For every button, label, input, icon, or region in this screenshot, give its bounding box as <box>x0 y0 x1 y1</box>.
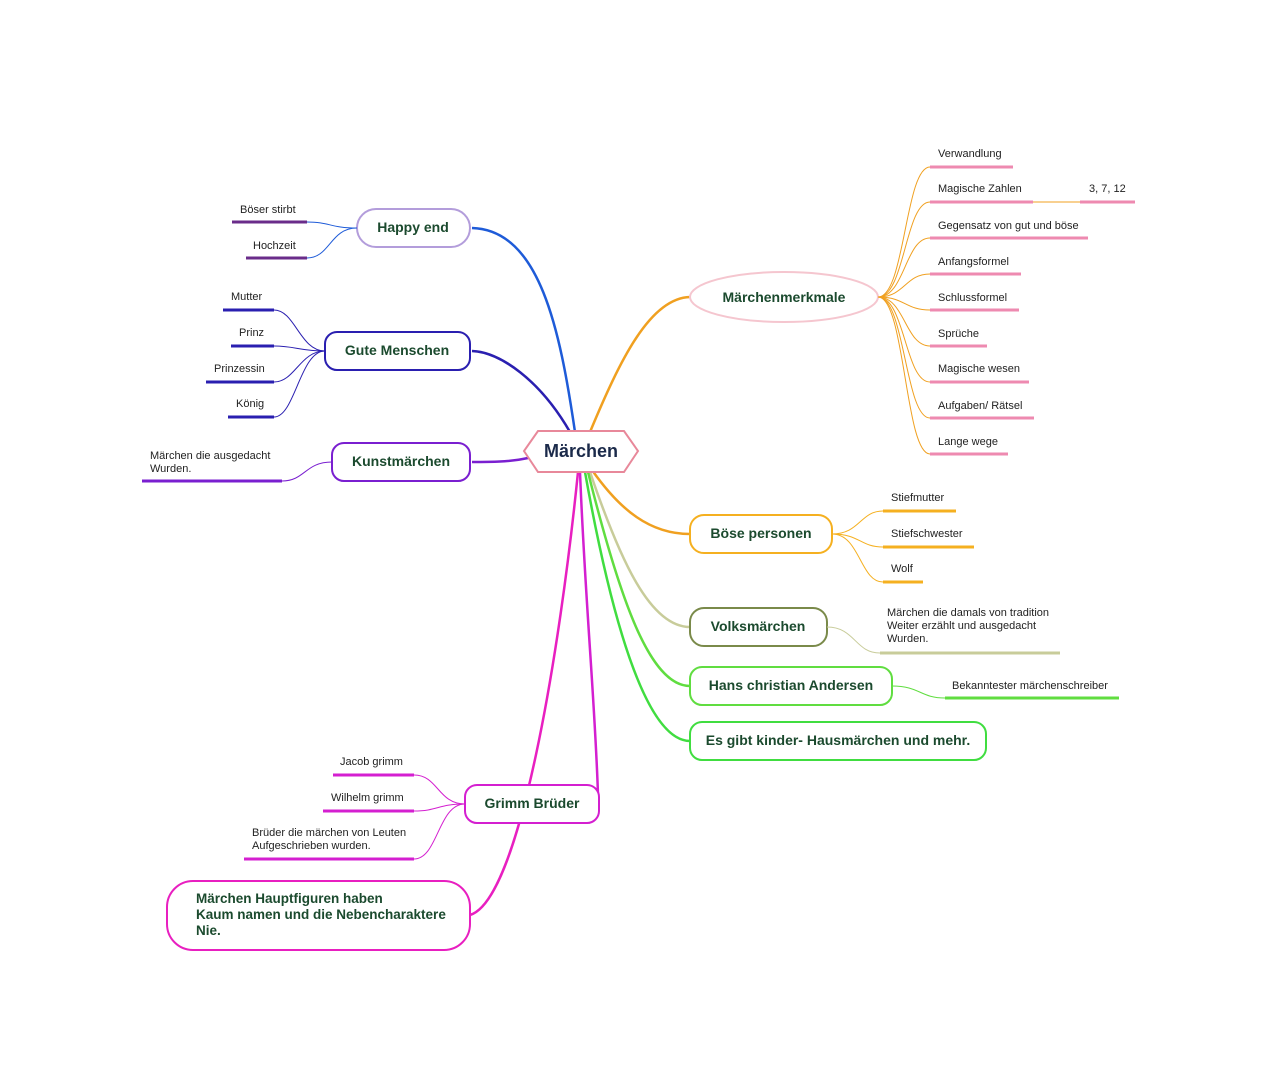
volks-item-line-3: Wurden. <box>887 633 928 645</box>
merkmale-links <box>877 166 931 455</box>
volks-label: Volksmärchen <box>711 618 806 634</box>
merkmale-leaf-lines <box>930 165 1135 456</box>
happy-end-label: Happy end <box>377 219 449 235</box>
grimm-links <box>413 774 466 860</box>
branch-maerchenmerkmale[interactable]: Märchenmerkmale <box>689 271 879 323</box>
kunstmaerchen-label: Kunstmärchen <box>352 453 450 469</box>
volks-link <box>826 626 881 654</box>
branch-boese-personen[interactable]: Böse personen <box>689 514 833 554</box>
merkmale-item-7: Magische wesen <box>938 363 1020 375</box>
gute-item-2: Prinz <box>239 327 264 339</box>
gute-link-2 <box>273 345 326 352</box>
branch-kinder-hausmaerchen[interactable]: Es gibt kinder- Hausmärchen und mehr. <box>689 721 987 761</box>
branch-happy-end[interactable]: Happy end <box>356 208 471 248</box>
merkmale-item-6: Sprüche <box>938 328 979 340</box>
happy-end-item-2: Hochzeit <box>253 240 296 252</box>
connector-grimm <box>578 471 600 796</box>
andersen-link <box>891 685 946 699</box>
merkmale-item-1: Verwandlung <box>938 148 1002 160</box>
boese-leaf-lines <box>883 509 974 584</box>
connector-hauptfiguren <box>469 471 580 917</box>
boese-label: Böse personen <box>710 525 811 541</box>
connector-kunstmaerchen <box>471 456 529 464</box>
kunst-item-line-1: Märchen die ausgedacht <box>150 450 270 462</box>
gute-link-4 <box>273 350 326 418</box>
merkmale-item-8: Aufgaben/ Rätsel <box>938 400 1022 412</box>
connector-kinder <box>583 471 691 743</box>
branch-grimm-brueder[interactable]: Grimm Brüder <box>464 784 600 824</box>
grimm-item-1: Jacob grimm <box>340 756 403 768</box>
connector-gute-menschen <box>471 349 572 433</box>
connector-boese <box>590 469 691 536</box>
central-label: Märchen <box>544 441 618 461</box>
volks-item-line-1: Märchen die damals von tradition <box>887 607 1049 619</box>
happy-end-item-1: Böser stirbt <box>240 204 296 216</box>
boese-links <box>831 510 884 583</box>
gute-menschen-label: Gute Menschen <box>345 342 449 358</box>
branch-hauptfiguren[interactable]: Märchen Hauptfiguren haben Kaum namen un… <box>166 880 471 951</box>
branch-andersen[interactable]: Hans christian Andersen <box>689 666 893 706</box>
gute-link-1 <box>273 309 326 352</box>
happy-end-link-2 <box>306 227 358 259</box>
hauptfiguren-line-2: Kaum namen und die Nebencharaktere <box>196 907 446 922</box>
grimm-item-3-line-1: Brüder die märchen von Leuten <box>252 827 406 839</box>
andersen-label: Hans christian Andersen <box>709 677 873 693</box>
kunst-link-1 <box>281 461 333 482</box>
happy-end-link-1 <box>306 221 358 229</box>
merkmale-item-5: Schlussformel <box>938 292 1007 304</box>
grimm-item-3-line-2: Aufgeschrieben wurden. <box>252 840 371 852</box>
central-node[interactable]: Märchen <box>522 430 640 473</box>
merkmale-item-4: Anfangsformel <box>938 256 1009 268</box>
grimm-item-2: Wilhelm grimm <box>331 792 404 804</box>
branch-gute-menschen[interactable]: Gute Menschen <box>324 331 471 371</box>
grimm-leaf-lines <box>244 773 414 861</box>
kinder-label: Es gibt kinder- Hausmärchen und mehr. <box>706 732 971 748</box>
hauptfiguren-line-1: Märchen Hauptfiguren haben <box>196 891 383 906</box>
magische-zahlen-value: 3, 7, 12 <box>1089 183 1126 195</box>
gute-item-1: Mutter <box>231 291 263 303</box>
volks-item-line-2: Weiter erzählt und ausgedacht <box>887 620 1036 632</box>
boese-item-1: Stiefmutter <box>891 492 945 504</box>
connector-happy-end <box>471 226 577 433</box>
branch-volksmaerchen[interactable]: Volksmärchen <box>689 607 828 647</box>
andersen-item: Bekanntester märchenschreiber <box>952 680 1108 692</box>
grimm-label: Grimm Brüder <box>485 795 580 811</box>
merkmale-item-2: Magische Zahlen <box>938 183 1022 195</box>
hauptfiguren-line-3: Nie. <box>196 923 221 938</box>
connector-merkmale <box>588 295 691 433</box>
boese-item-3: Wolf <box>891 563 914 575</box>
merkmale-item-9: Lange wege <box>938 436 998 448</box>
kunst-item-line-2: Wurden. <box>150 463 191 475</box>
gute-link-3 <box>273 350 326 383</box>
branch-kunstmaerchen[interactable]: Kunstmärchen <box>331 442 471 482</box>
connector-andersen <box>586 471 691 688</box>
boese-item-2: Stiefschwester <box>891 528 963 540</box>
gute-item-4: König <box>236 398 264 410</box>
merkmale-item-3: Gegensatz von gut und böse <box>938 220 1079 232</box>
gute-item-3: Prinzessin <box>214 363 265 375</box>
merkmale-label: Märchenmerkmale <box>723 289 846 305</box>
connector-volks <box>588 471 691 629</box>
